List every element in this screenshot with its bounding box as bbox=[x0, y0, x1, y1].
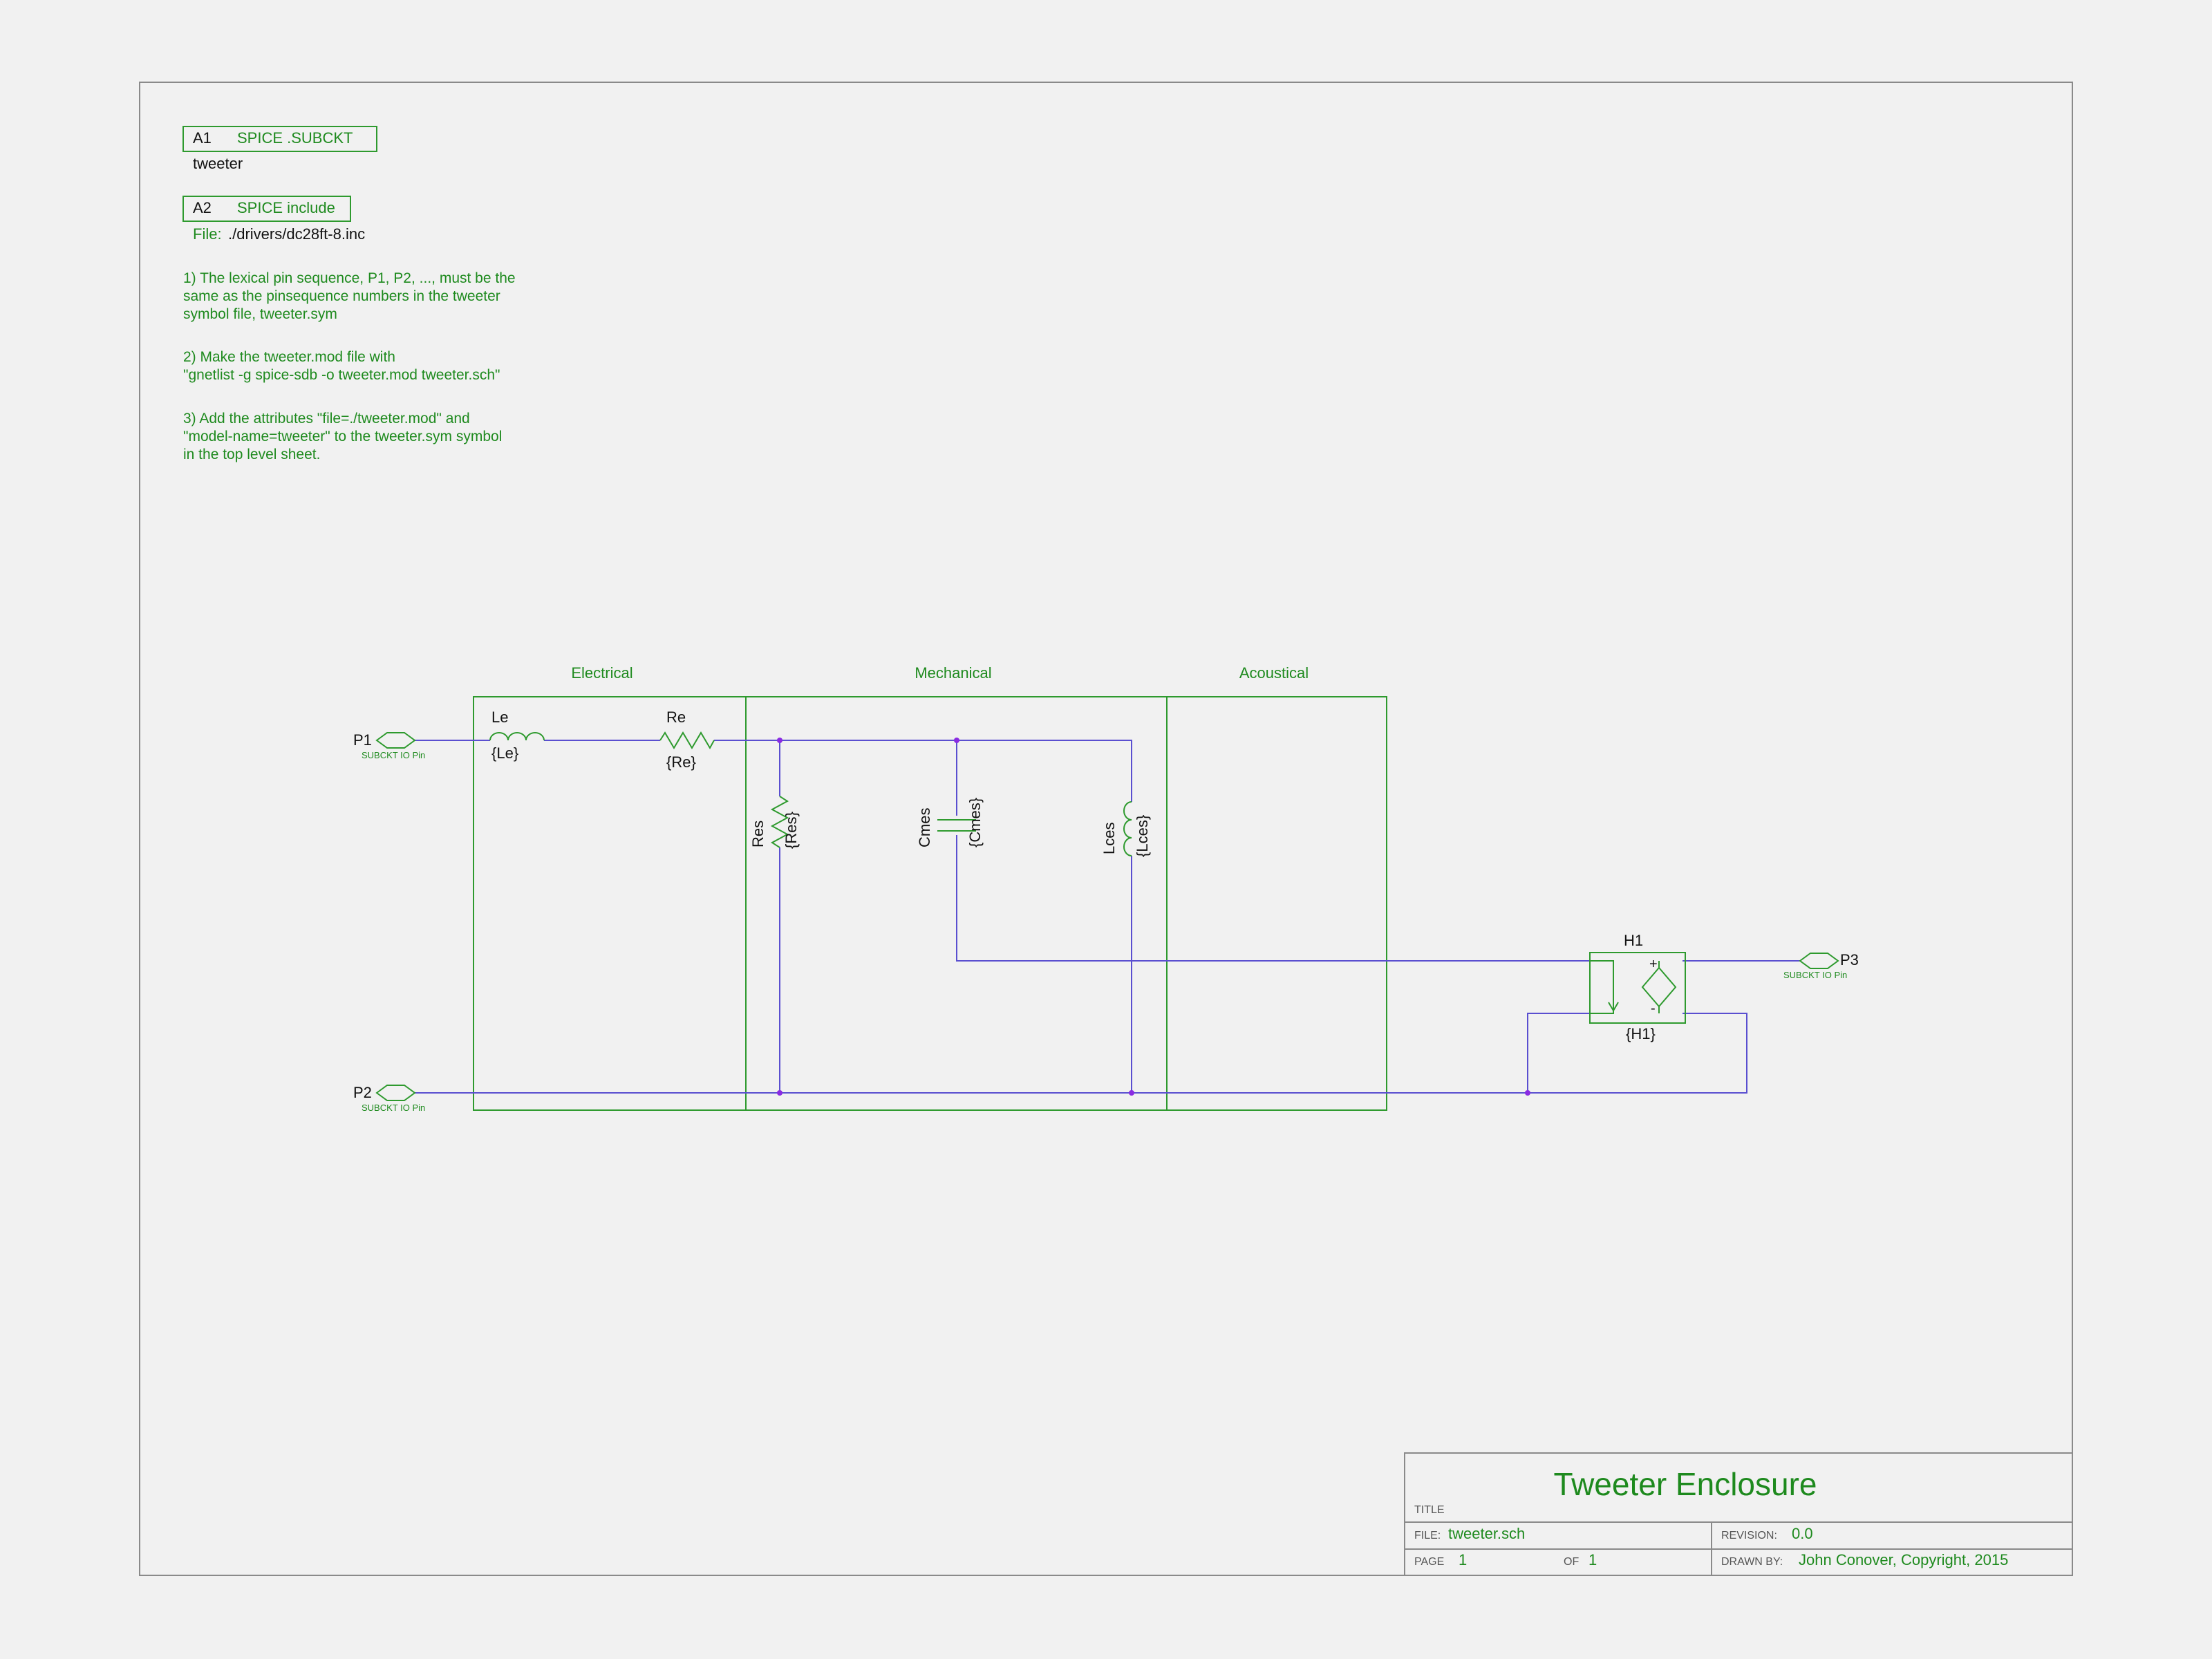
capacitor-cmes-value: {Cmes} bbox=[966, 798, 984, 847]
of-label: OF bbox=[1564, 1556, 1579, 1568]
source-h1[interactable]: + - H1 {H1} bbox=[1589, 932, 1686, 1042]
file-value: tweeter.sch bbox=[1448, 1525, 1525, 1542]
resistor-res-value: {Res} bbox=[782, 812, 800, 849]
pin-p3-name: P3 bbox=[1840, 951, 1859, 968]
page-value: 1 bbox=[1459, 1551, 1467, 1568]
source-h1-minus: - bbox=[1651, 1001, 1656, 1016]
of-value: 1 bbox=[1588, 1551, 1597, 1568]
attribute-a1-refdes: A1 bbox=[193, 129, 212, 147]
wire-top-node bbox=[714, 740, 1132, 802]
pin-p1-type: SUBCKT IO Pin bbox=[362, 750, 425, 760]
source-h1-value: {H1} bbox=[1626, 1025, 1656, 1042]
pin-p1-symbol bbox=[375, 732, 416, 749]
note-2: 2) Make the tweeter.mod file with "gnetl… bbox=[183, 349, 500, 383]
junction-dot bbox=[777, 1090, 782, 1096]
attribute-a1[interactable]: A1 SPICE .SUBCKT tweeter bbox=[182, 126, 377, 172]
junction-dot bbox=[954, 738, 959, 743]
drawn-by-label: DRAWN BY: bbox=[1721, 1556, 1783, 1568]
attribute-a2[interactable]: A2 SPICE include File: ./drivers/dc28ft-… bbox=[182, 196, 365, 243]
title-block: TITLE Tweeter Enclosure FILE: tweeter.sc… bbox=[1404, 1452, 2073, 1576]
junction-dot bbox=[1525, 1090, 1530, 1096]
pin-p1-name: P1 bbox=[353, 731, 372, 749]
resistor-re[interactable]: Re {Re} bbox=[659, 709, 715, 771]
attribute-a2-refdes: A2 bbox=[193, 199, 212, 216]
attribute-a2-file-value: ./drivers/dc28ft-8.inc bbox=[228, 225, 365, 243]
pin-p2-name: P2 bbox=[353, 1084, 372, 1101]
sheet-border bbox=[139, 82, 2073, 1576]
inductor-le[interactable]: Le {Le} bbox=[489, 709, 545, 762]
domain-electrical-label: Electrical bbox=[571, 664, 632, 682]
source-h1-plus: + bbox=[1649, 957, 1658, 972]
title-label: TITLE bbox=[1414, 1504, 1445, 1516]
attribute-a1-box bbox=[182, 126, 377, 152]
junction-dot bbox=[1129, 1090, 1134, 1096]
revision-label: REVISION: bbox=[1721, 1530, 1777, 1541]
inductor-lces[interactable]: Lces {Lces} bbox=[1100, 801, 1151, 857]
note-3-line: 3) Add the attributes "file=./tweeter.mo… bbox=[183, 411, 470, 427]
resistor-re-value: {Re} bbox=[666, 753, 696, 771]
note-2-line: 2) Make the tweeter.mod file with bbox=[183, 349, 395, 365]
attribute-a1-label: SPICE .SUBCKT bbox=[237, 129, 353, 147]
pin-p1[interactable]: P1 SUBCKT IO Pin bbox=[353, 731, 425, 760]
domain-mechanical-label: Mechanical bbox=[915, 664, 991, 682]
wire-bottom-rail bbox=[415, 1013, 1747, 1094]
inductor-lces-value: {Lces} bbox=[1134, 815, 1151, 857]
inductor-le-refdes: Le bbox=[491, 709, 508, 726]
attribute-a2-box bbox=[182, 196, 351, 222]
page-label: PAGE bbox=[1414, 1556, 1444, 1568]
note-3-line: "model-name=tweeter" to the tweeter.sym … bbox=[183, 429, 502, 444]
attribute-a1-value: tweeter bbox=[193, 155, 243, 172]
resistor-res-refdes: Res bbox=[749, 821, 767, 847]
note-1-line: 1) The lexical pin sequence, P1, P2, ...… bbox=[183, 270, 516, 286]
revision-value: 0.0 bbox=[1792, 1525, 1813, 1542]
resistor-re-refdes: Re bbox=[666, 709, 686, 726]
title-value: Tweeter Enclosure bbox=[1554, 1466, 1817, 1502]
pin-p2-type: SUBCKT IO Pin bbox=[362, 1103, 425, 1113]
resistor-re-zigzag bbox=[659, 731, 715, 750]
pin-p3-type: SUBCKT IO Pin bbox=[1783, 970, 1847, 980]
note-1: 1) The lexical pin sequence, P1, P2, ...… bbox=[183, 270, 516, 322]
source-h1-sense bbox=[1590, 960, 1614, 1014]
attribute-a2-file-label: File: bbox=[193, 225, 222, 243]
domain-electrical: Electrical bbox=[473, 664, 747, 1111]
domain-acoustical-label: Acoustical bbox=[1239, 664, 1309, 682]
note-2-line: "gnetlist -g spice-sdb -o tweeter.mod tw… bbox=[183, 367, 500, 383]
source-h1-box bbox=[1589, 952, 1686, 1024]
pin-p2[interactable]: P2 SUBCKT IO Pin bbox=[353, 1084, 425, 1113]
note-3: 3) Add the attributes "file=./tweeter.mo… bbox=[183, 411, 502, 462]
source-h1-refdes: H1 bbox=[1624, 932, 1643, 949]
attribute-a2-label: SPICE include bbox=[237, 199, 335, 216]
capacitor-cmes-refdes: Cmes bbox=[916, 808, 933, 847]
wires bbox=[415, 740, 1800, 1094]
resistor-res[interactable]: Res {Res} bbox=[749, 796, 800, 849]
domain-acoustical: Acoustical bbox=[1166, 664, 1387, 1111]
inductor-lces-coils bbox=[1123, 801, 1132, 856]
title-block-frame bbox=[1404, 1452, 2073, 1576]
drawn-by-value: John Conover, Copyright, 2015 bbox=[1799, 1551, 2008, 1568]
note-1-line: same as the pinsequence numbers in the t… bbox=[183, 288, 500, 304]
inductor-le-value: {Le} bbox=[491, 744, 518, 762]
wire-h1-left bbox=[1527, 1013, 1613, 1093]
inductor-le-coils bbox=[489, 732, 545, 741]
capacitor-cmes[interactable]: Cmes {Cmes} bbox=[916, 798, 984, 847]
inductor-lces-refdes: Lces bbox=[1100, 823, 1118, 854]
pin-p2-symbol bbox=[375, 1085, 416, 1101]
note-1-line: symbol file, tweeter.sym bbox=[183, 306, 337, 322]
domain-acoustical-box bbox=[1166, 696, 1387, 1111]
source-h1-sense-arrow bbox=[1608, 995, 1619, 1012]
junction-dot bbox=[777, 738, 782, 743]
source-h1-diamond bbox=[1641, 966, 1677, 1008]
resistor-res-zigzag bbox=[770, 796, 789, 848]
note-3-line: in the top level sheet. bbox=[183, 447, 320, 462]
pin-p3-symbol bbox=[1799, 953, 1839, 969]
pin-p3[interactable]: P3 SUBCKT IO Pin bbox=[1783, 951, 1859, 980]
wire-cmes-bottom bbox=[956, 835, 1590, 962]
junctions bbox=[777, 738, 1530, 1096]
file-label: FILE: bbox=[1414, 1530, 1441, 1541]
